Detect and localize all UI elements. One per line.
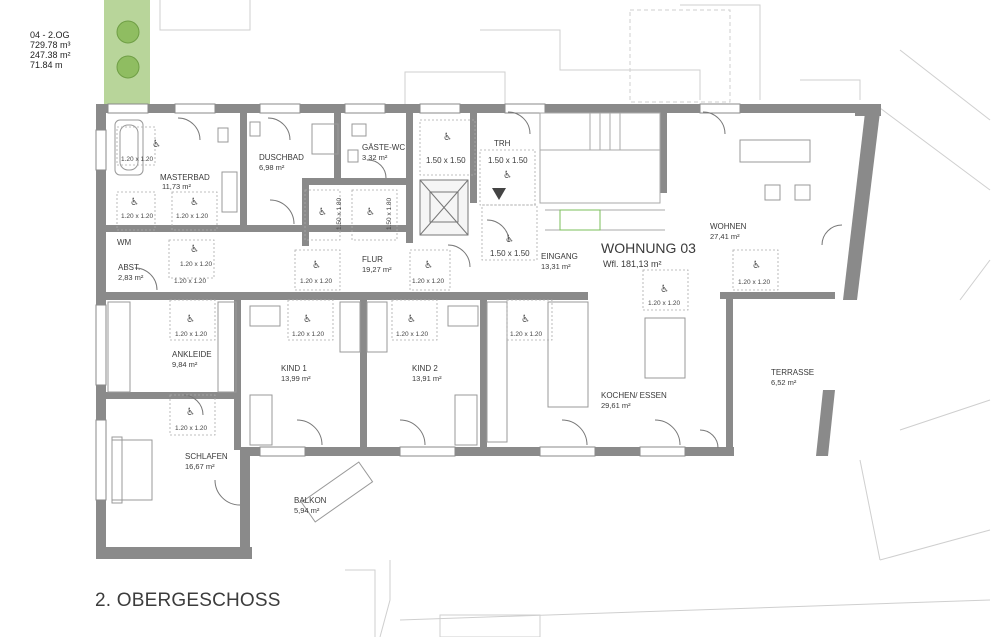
green-strip (104, 0, 150, 104)
clearance-label: 1.20 x 1.20 (121, 213, 154, 220)
apartment-name: WOHNUNG 03 (601, 240, 696, 256)
floor-code: 04 - 2.OG (30, 30, 70, 40)
fixtures (107, 119, 811, 523)
wheelchair-icon: ♿ (366, 207, 375, 218)
room-name: ABST. (118, 263, 140, 272)
room-name: KOCHEN/ ESSEN (601, 391, 667, 400)
wheelchair-icon: ♿ (190, 197, 199, 208)
room-area: 29,61 m² (601, 401, 631, 410)
room-name: SCHLAFEN (185, 452, 228, 461)
clearance-label: 1.50 x 1.50 (426, 156, 466, 165)
room-name: DUSCHBAD (259, 153, 304, 162)
clearance-label: 1.20 x 1.20 (412, 278, 445, 285)
room-area: 16,67 m² (185, 462, 215, 471)
wheelchair-icon: ♿ (521, 314, 530, 325)
clearance-label: 1.20 x 1.20 (738, 279, 771, 286)
wheelchair-icon: ♿ (303, 314, 312, 325)
info-block: 04 - 2.OG 729.78 m³ 247.38 m² 71.84 m (30, 30, 71, 70)
clearance-label: 1.20 x 1.20 (300, 278, 333, 285)
clearance-label: 1.50 x 1.80 (336, 197, 343, 230)
room-name: ANKLEIDE (172, 350, 212, 359)
room-name: FLUR (362, 255, 383, 264)
clearance-label: 1.50 x 1.50 (488, 156, 528, 165)
wheelchair-icon: ♿ (752, 260, 761, 271)
clearance-label: 1.20 x 1.20 (396, 331, 429, 338)
room-area: 6,98 m² (259, 163, 285, 172)
clearance-label: 1.20 x 1.20 (176, 213, 209, 220)
clearance-label: 1.20 x 1.20 (174, 278, 207, 285)
wheelchair-icon: ♿ (660, 284, 669, 295)
windows (95, 103, 741, 501)
clearance-label: 1.20 x 1.20 (292, 331, 325, 338)
context-lines (159, 0, 991, 637)
wheelchair-icon: ♿ (424, 260, 433, 271)
elevator (419, 179, 469, 236)
room-name: WOHNEN (710, 222, 747, 231)
wheelchair-icon: ♿ (505, 234, 514, 245)
room-labels: MASTERBAD 11,73 m² DUSCHBAD 6,98 m² GÄST… (117, 139, 814, 515)
area-value: 247.38 m² (30, 50, 71, 60)
room-area: 19,27 m² (362, 265, 392, 274)
room-area: 5,94 m² (294, 506, 320, 515)
floor-title: 2. OBERGESCHOSS (95, 590, 281, 611)
room-name: KIND 2 (412, 364, 438, 373)
wheelchair-icon: ♿ (443, 132, 452, 143)
clearance-zones (116, 119, 779, 436)
room-area: 3,32 m² (362, 153, 388, 162)
tree-icon (116, 55, 140, 79)
room-area: 11,73 m² (162, 182, 192, 191)
perimeter-value: 71.84 m (30, 60, 63, 70)
room-area: 13,99 m² (281, 374, 311, 383)
wheelchair-icon: ♿ (186, 407, 195, 418)
wheelchair-icon: ♿ (407, 314, 416, 325)
stair-handrail (559, 209, 601, 231)
wheelchair-icon: ♿ (312, 260, 321, 271)
room-name: TERRASSE (771, 368, 814, 377)
wheelchair-icon: ♿ (503, 170, 512, 181)
wheelchair-icon: ♿ (318, 207, 327, 218)
room-name: TRH (494, 139, 511, 148)
clearance-label: 1.50 x 1.50 (490, 249, 530, 258)
stairwell (539, 112, 665, 231)
room-area: 27,41 m² (710, 232, 740, 241)
room-area: 2,83 m² (118, 273, 144, 282)
clearance-labels: 1.20 x 1.20 1.20 x 1.20 1.20 x 1.20 1.20… (121, 156, 771, 432)
clearance-label: 1.20 x 1.20 (175, 425, 208, 432)
clearance-label: 1.20 x 1.20 (180, 261, 213, 268)
clearance-label: 1.20 x 1.20 (175, 331, 208, 338)
clearance-label: 1.20 x 1.20 (510, 331, 543, 338)
wheelchair-icon: ♿ (130, 197, 139, 208)
room-name: GÄSTE-WC (362, 143, 405, 152)
tree-icon (116, 20, 140, 44)
room-area: 9,84 m² (172, 360, 198, 369)
wheelchair-icons: ♿ ♿ ♿ ♿ ♿ ♿ ♿ ♿ ♿ ♿ ♿ ♿ ♿ ♿ ♿ ♿ ♿ ♿ (130, 132, 761, 418)
room-area: 13,91 m² (412, 374, 442, 383)
clearance-label: 1.50 x 1.80 (386, 197, 393, 230)
direction-arrow-icon (492, 188, 506, 200)
room-name: WM (117, 238, 132, 247)
apartment-area: Wfl. 181,13 m² (603, 259, 662, 269)
doors (134, 111, 843, 506)
room-name: KIND 1 (281, 364, 307, 373)
clearance-label: 1.20 x 1.20 (121, 156, 154, 163)
wheelchair-icon: ♿ (186, 314, 195, 325)
room-area: 6,52 m² (771, 378, 797, 387)
wheelchair-icon: ♿ (190, 244, 199, 255)
volume-value: 729.78 m³ (30, 40, 71, 50)
room-name: MASTERBAD (160, 173, 210, 182)
room-name: BALKON (294, 496, 327, 505)
walls (96, 104, 881, 559)
wheelchair-icon: ♿ (152, 139, 161, 150)
room-name: EINGANG (541, 252, 578, 261)
room-area: 13,31 m² (541, 262, 571, 271)
clearance-label: 1.20 x 1.20 (648, 300, 681, 307)
